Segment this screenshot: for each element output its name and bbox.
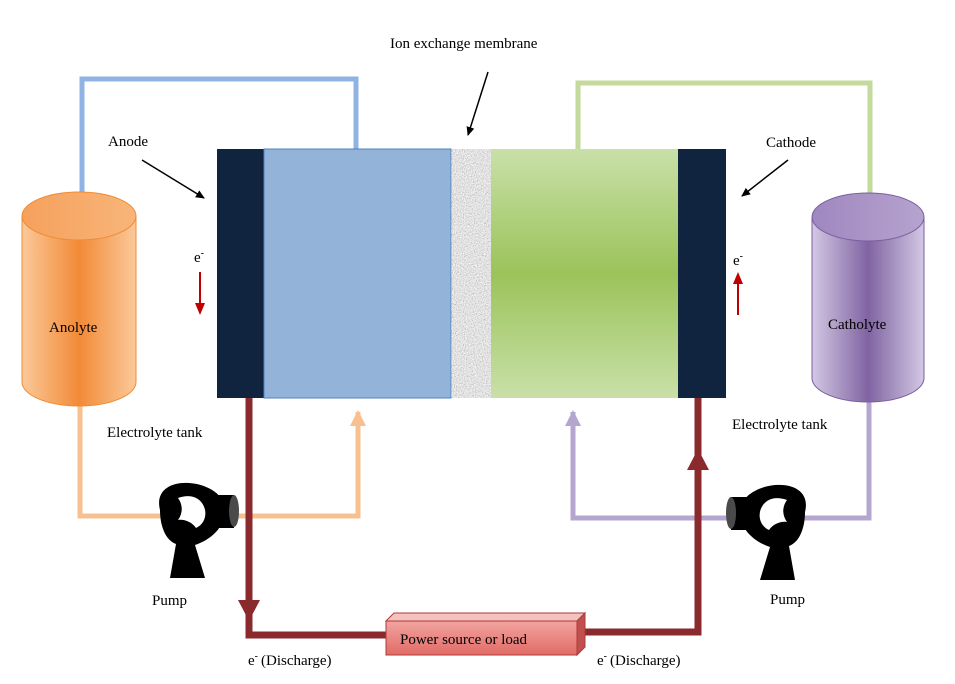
- tank-left-label: Electrolyte tank: [107, 425, 203, 441]
- anolyte-tank: [21, 191, 137, 407]
- tank-right-label: Electrolyte tank: [732, 417, 828, 433]
- external-circuit: [238, 398, 709, 639]
- membrane-pointer-arrow: [466, 71, 489, 136]
- catholyte-tank: [811, 192, 925, 403]
- electron-left-label: e-: [194, 248, 204, 266]
- discharge-left-label: e-(Discharge): [248, 651, 332, 669]
- right-pump-icon: [726, 484, 806, 580]
- membrane-label: Ion exchange membrane: [390, 36, 538, 52]
- catholyte-return-pipe: [565, 398, 872, 521]
- electron-up-arrow: [733, 272, 743, 315]
- electron-down-arrow: [195, 272, 205, 315]
- anolyte-label: Anolyte: [49, 320, 98, 336]
- cathode-pointer-arrow: [741, 159, 789, 197]
- electron-right-label: e-: [733, 251, 743, 269]
- load-label: Power source or load: [400, 632, 528, 648]
- left-pump-icon: [159, 482, 239, 578]
- discharge-right-label: e-(Discharge): [597, 651, 681, 669]
- anode-electrode: [217, 149, 264, 398]
- anode-compartment: [263, 148, 452, 399]
- anode-pointer-arrow: [141, 159, 205, 199]
- pump-left-label: Pump: [152, 593, 187, 609]
- cathode-label: Cathode: [766, 135, 816, 151]
- cathode-electrode: [678, 149, 726, 398]
- cathode-compartment: [491, 149, 678, 398]
- power-source-box: [384, 611, 587, 657]
- cell-stack: [217, 148, 726, 399]
- catholyte-label: Catholyte: [828, 317, 887, 333]
- anode-label: Anode: [108, 134, 148, 150]
- pump-right-label: Pump: [770, 592, 805, 608]
- ion-exchange-membrane: [450, 148, 492, 399]
